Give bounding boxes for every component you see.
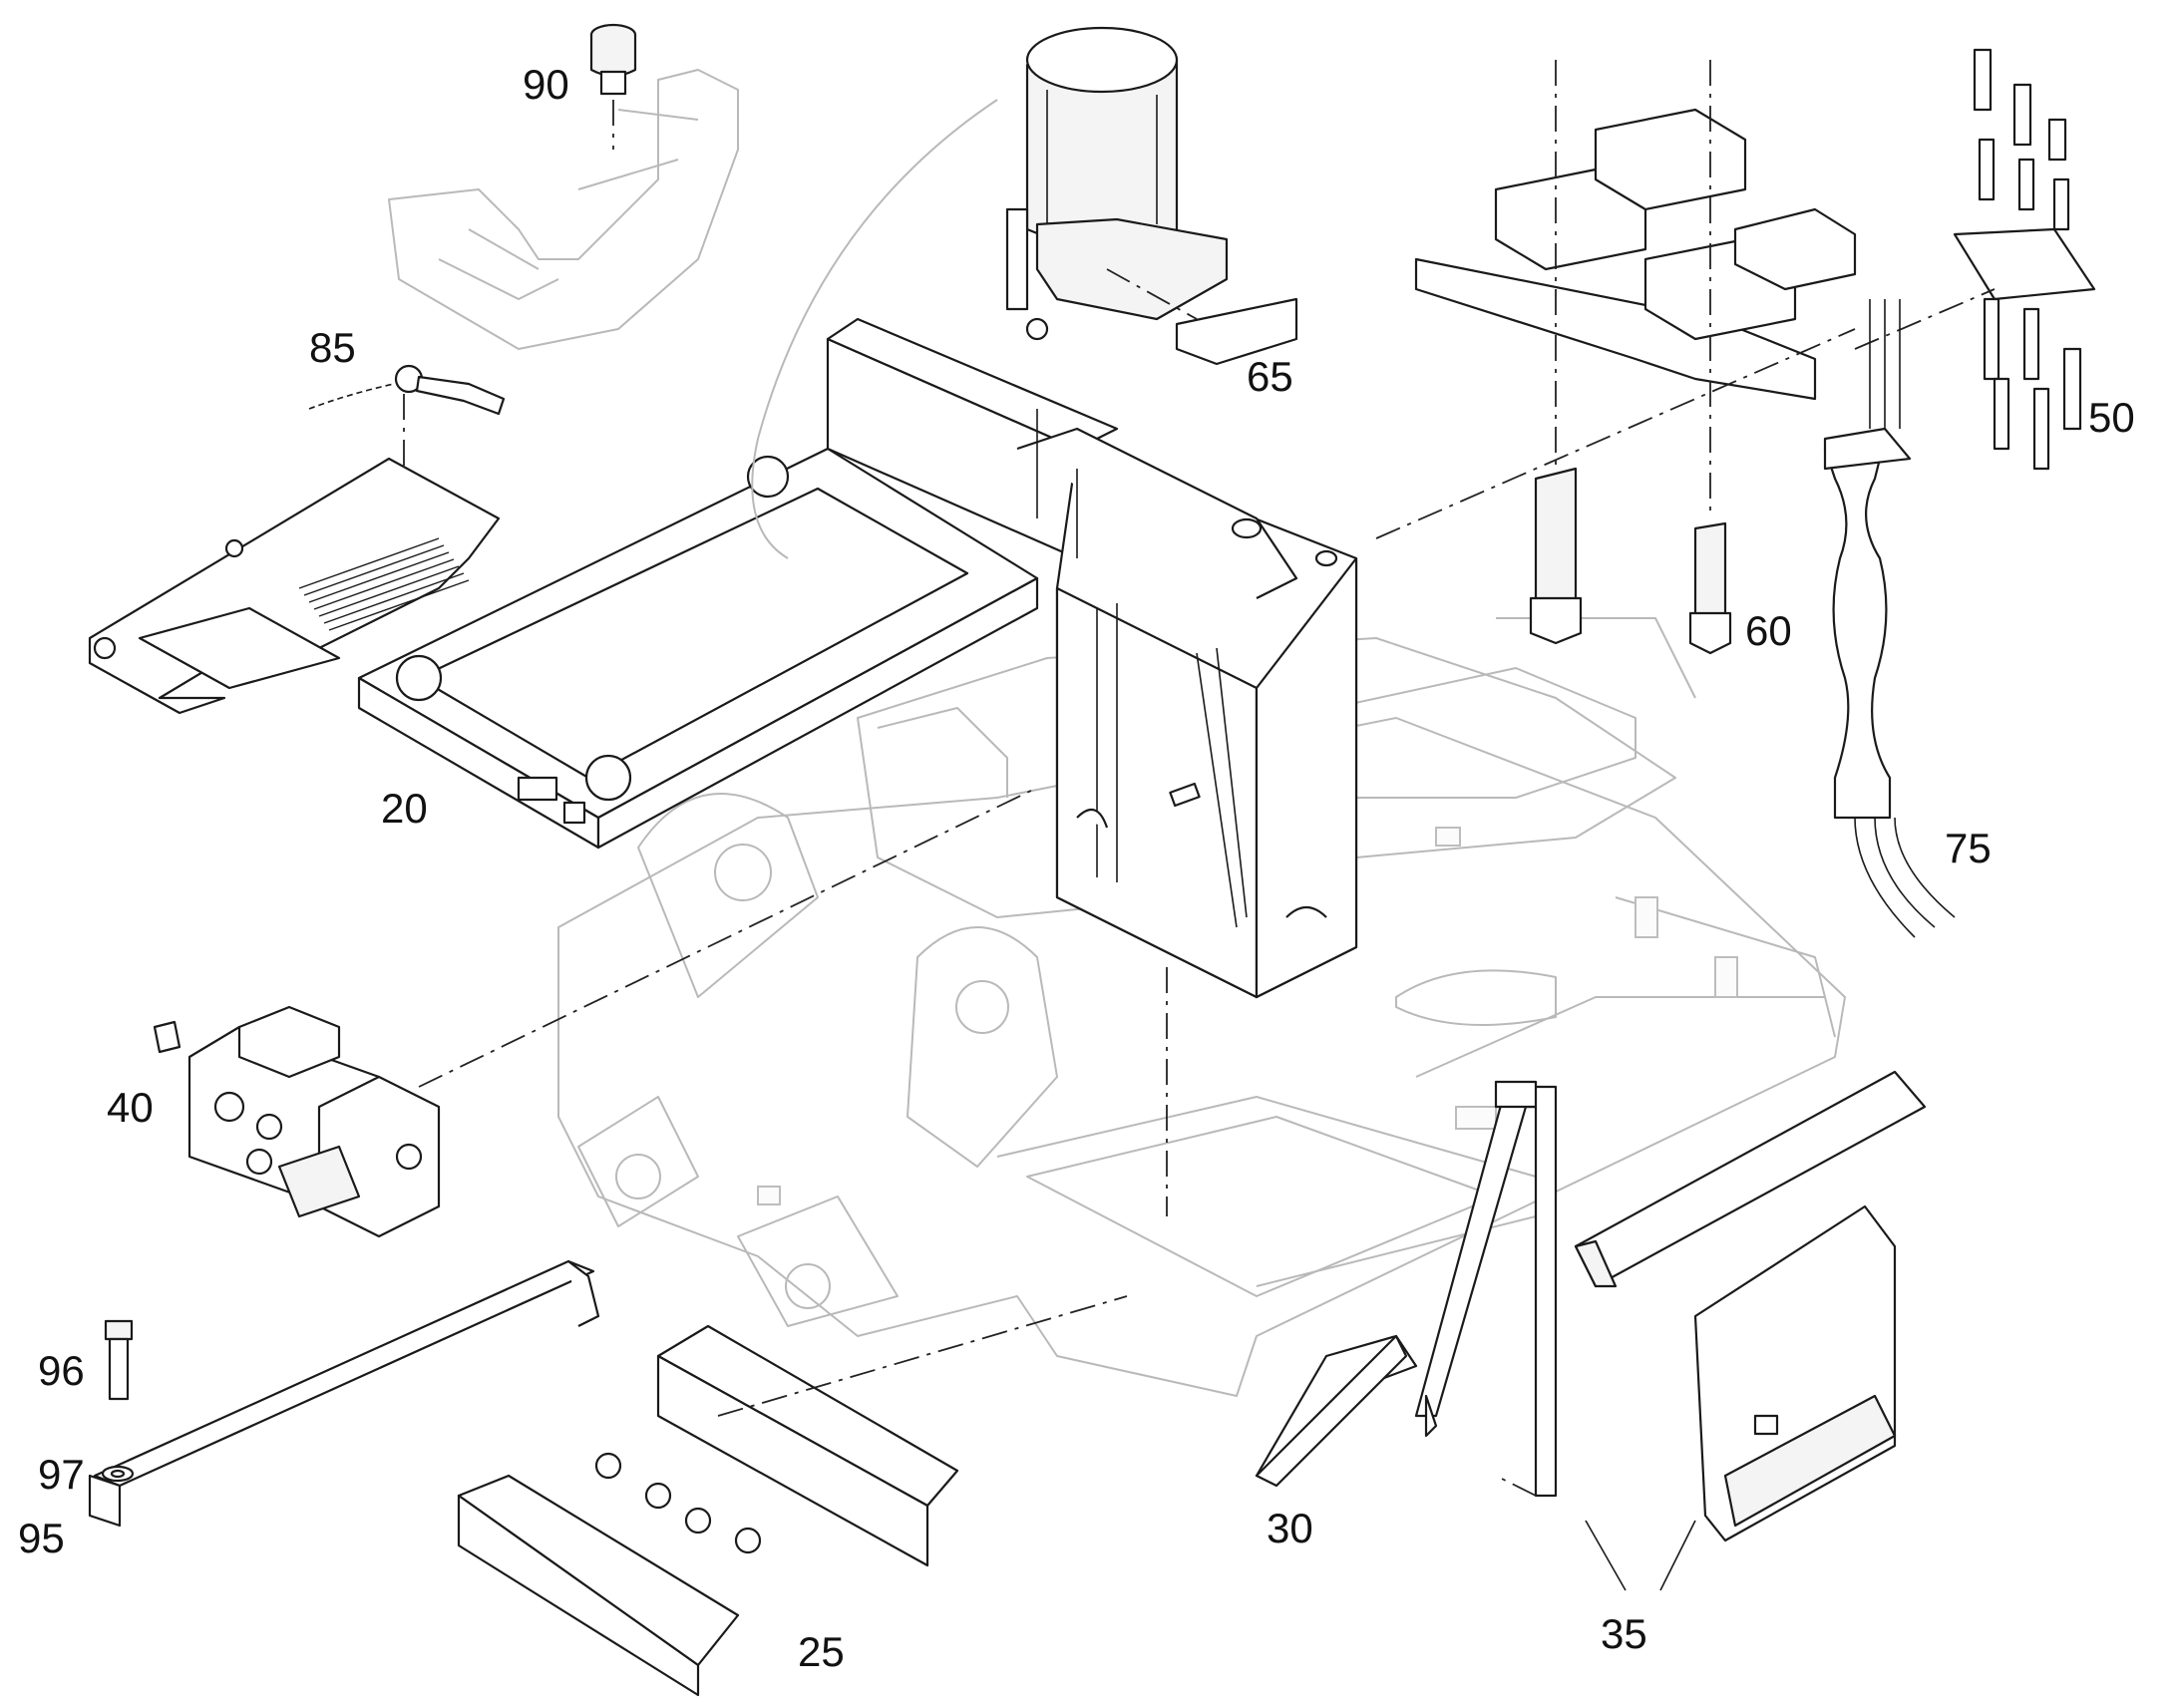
part-50-hose-fittings <box>1854 48 2096 471</box>
callout-30: 30 <box>1267 1505 1313 1551</box>
axis-35 <box>1495 1475 1537 1497</box>
callout-25: 25 <box>798 1628 845 1675</box>
part-30-bracket <box>1255 1334 1418 1488</box>
part-35-handrail <box>1414 1080 1558 1498</box>
callout-96: 96 <box>38 1347 85 1394</box>
callout-90: 90 <box>523 61 569 108</box>
callout-95: 95 <box>18 1515 65 1561</box>
callout-85: 85 <box>309 324 356 371</box>
part-90-cap <box>388 23 739 350</box>
part-35-cover <box>1693 1204 1897 1542</box>
part-60-clamps-and-bolts <box>1375 60 1857 655</box>
part-35-long-bar <box>1574 1070 1927 1288</box>
part-97-washer <box>101 1465 135 1483</box>
part-40-valve-block <box>153 787 1038 1238</box>
part-75-hose <box>1823 299 1956 938</box>
part-20-cab-frame <box>357 447 1039 850</box>
callout-75: 75 <box>1945 825 1992 871</box>
callout-40: 40 <box>107 1084 154 1131</box>
callout-65: 65 <box>1247 353 1293 400</box>
part-25-trays <box>457 1295 1128 1697</box>
callout-60: 60 <box>1745 607 1792 654</box>
floor-plate <box>88 457 501 715</box>
callout-97: 97 <box>38 1451 85 1498</box>
callout-50: 50 <box>2088 394 2135 441</box>
part-85-lever <box>308 364 506 499</box>
cab-support-tower <box>751 99 1358 999</box>
leader-lines-35 <box>1585 1520 1696 1591</box>
part-65-pump-assembly <box>1005 26 1298 366</box>
callout-20: 20 <box>381 785 428 832</box>
part-96-bolt <box>104 1319 134 1401</box>
callout-35: 35 <box>1601 1610 1647 1657</box>
part-95-bar <box>88 1259 600 1528</box>
